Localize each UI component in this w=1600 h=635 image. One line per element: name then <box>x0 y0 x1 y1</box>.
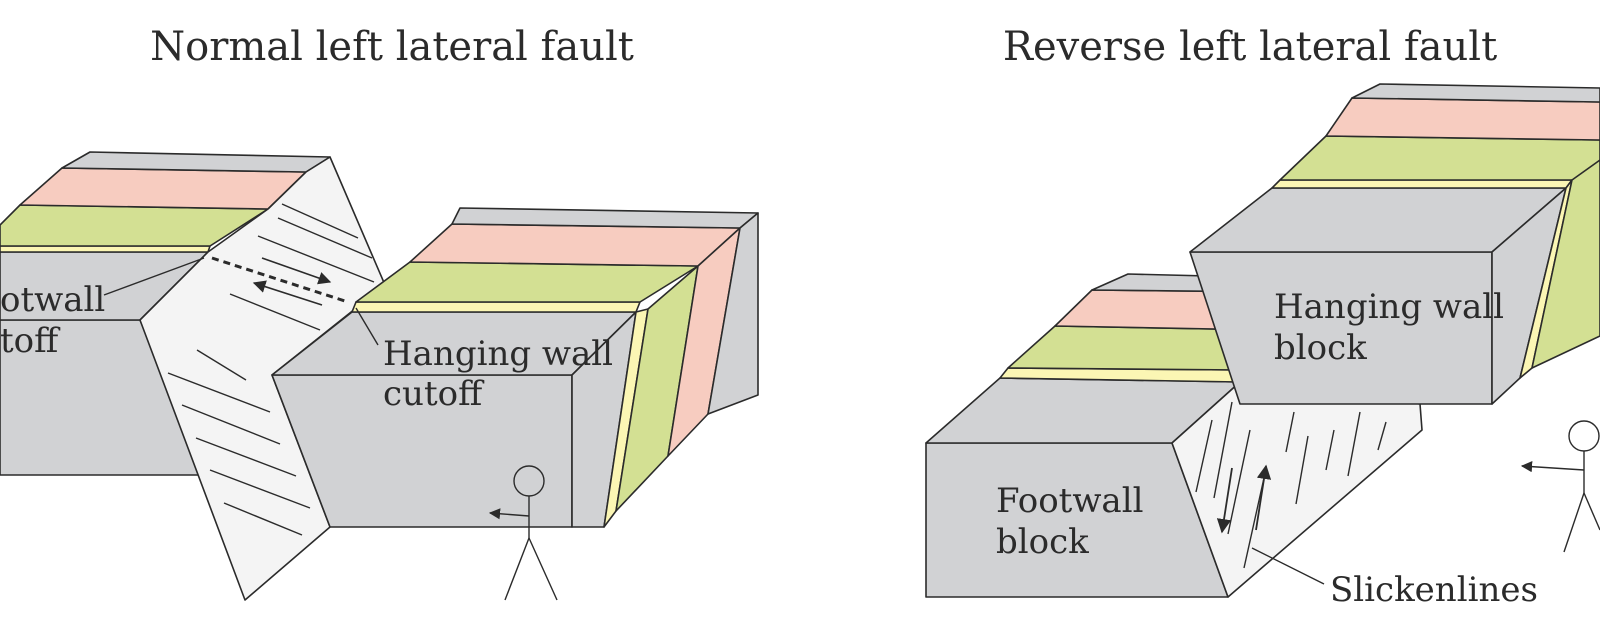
left-panel-title: Normal left lateral fault <box>150 24 634 70</box>
footwall-block-text-2: block <box>996 522 1089 562</box>
right-sense-arrow-down <box>1216 467 1233 534</box>
hanging-wall-block <box>1189 83 1600 405</box>
footwall-block <box>925 273 1291 598</box>
footwall-cutoff-text-2: toff <box>0 321 61 361</box>
left-hanging-wall-block <box>271 207 759 528</box>
normal-fault-diagram: Normal left lateral fault <box>0 24 759 601</box>
hanging-wall-cutoff-text-2: cutoff <box>383 374 485 414</box>
left-observer-figure <box>488 465 558 601</box>
right-fault-plane <box>1171 381 1423 598</box>
right-slickenlines <box>1195 401 1387 569</box>
slickenlines-text: Slickenlines <box>1330 570 1538 610</box>
hanging-wall-block-text-2: block <box>1274 328 1367 368</box>
left-sense-arrow-left <box>252 280 323 306</box>
slickenlines-label: Slickenlines <box>1251 547 1538 610</box>
reverse-fault-diagram: Reverse left lateral fault <box>925 24 1600 610</box>
right-panel-title: Reverse left lateral fault <box>1003 24 1497 70</box>
left-fault-plane <box>139 156 386 601</box>
hanging-wall-cutoff-label: Hanging wall cutoff <box>355 307 613 414</box>
left-sense-arrow-right <box>261 257 332 285</box>
right-sense-arrow-up <box>1255 464 1272 531</box>
footwall-cutoff-label: otwall toff <box>0 257 205 361</box>
hanging-wall-block-text-1: Hanging wall <box>1274 287 1504 327</box>
right-observer-figure <box>1520 420 1600 553</box>
hanging-wall-cutoff-text-1: Hanging wall <box>383 334 613 374</box>
footwall-cutoff-text-1: otwall <box>0 280 105 320</box>
footwall-block-text-1: Footwall <box>996 481 1143 521</box>
left-slickenlines <box>167 203 375 536</box>
